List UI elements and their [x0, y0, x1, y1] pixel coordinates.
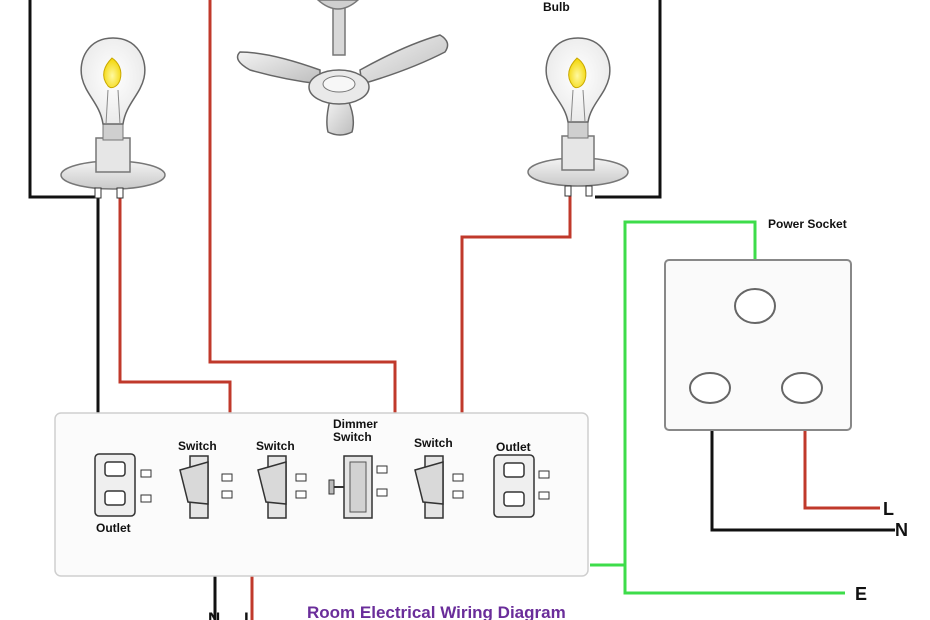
switch-board — [54, 412, 589, 577]
outlet-left-label: Outlet — [96, 521, 131, 535]
bulb-label: Bulb — [543, 0, 570, 14]
dimmer-label-line2: Switch — [333, 430, 372, 444]
terminal-n-label: N — [895, 520, 908, 540]
switch-1-label: Switch — [178, 439, 217, 453]
earth-wires — [590, 220, 845, 595]
bulb-right-icon — [527, 37, 629, 197]
dimmer-switch-icon — [328, 455, 388, 519]
switch-2-icon — [257, 455, 307, 519]
outlet-right-icon — [493, 454, 550, 518]
power-socket-icon — [664, 259, 852, 431]
switch-1-icon — [179, 455, 233, 519]
terminal-e-label: E — [855, 584, 867, 604]
diagram-title: Room Electrical Wiring Diagram — [307, 603, 566, 620]
outlet-right-label: Outlet — [496, 440, 531, 454]
switch-3-label: Switch — [414, 436, 453, 450]
room-outline — [28, 0, 662, 199]
bulb-left-icon — [60, 37, 166, 199]
terminal-l-label: L — [883, 499, 894, 519]
switch-3-icon — [414, 455, 464, 519]
dimmer-label-line1: Dimmer — [333, 417, 378, 431]
bottom-n-label: N — [208, 609, 220, 620]
power-socket-label: Power Socket — [768, 217, 847, 231]
switch-2-label: Switch — [256, 439, 295, 453]
bottom-l-label: L — [244, 609, 254, 620]
ceiling-fan-icon — [236, 0, 449, 136]
outlet-left-icon — [94, 453, 152, 517]
